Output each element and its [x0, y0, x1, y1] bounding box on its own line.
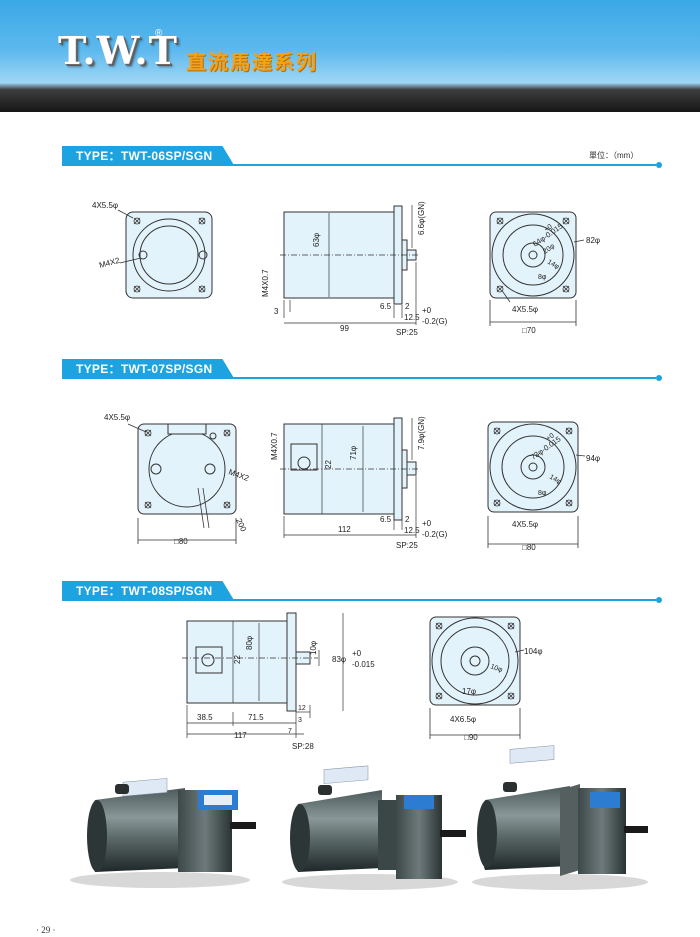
label-d112: 112: [338, 525, 351, 534]
label-front-tol: +0: [545, 432, 556, 442]
label-tol-top: +0: [422, 306, 432, 315]
page-header: T.W.T ® 直流馬達系列: [0, 0, 700, 112]
series-title: 直流馬達系列: [186, 50, 318, 74]
label-sp: SP:25: [396, 328, 418, 337]
label-tol-bot: -0.015: [352, 660, 375, 669]
label-d94: 94φ: [586, 454, 600, 463]
drawing-07-back: 4X5.5φ M4X2 200 □80: [104, 413, 251, 546]
label-d80: 80φ: [245, 636, 254, 650]
label-d83: 83φ: [332, 655, 346, 664]
label-screw: M4X2: [98, 256, 121, 270]
motor-photo-3: [472, 745, 648, 890]
unit-label: 單位：（mm）: [589, 151, 639, 160]
section-rule: [62, 377, 656, 379]
brand-logo: T.W.T: [58, 28, 178, 73]
label-d3: 3: [274, 307, 279, 316]
label-d3: 3: [298, 717, 302, 724]
section-header-08: TYPE：TWT-08SP/SGN: [62, 581, 662, 603]
label-m4: M4X0.7: [261, 269, 270, 297]
label-d2: 2: [405, 515, 410, 524]
label-tol-bot: -0.2(G): [422, 530, 448, 539]
label-d117: 117: [234, 731, 247, 740]
label-m4: M4X0.7: [270, 432, 279, 460]
type-tab-06: TYPE：TWT-06SP/SGN: [62, 146, 234, 166]
label-d71: 71φ: [349, 446, 358, 460]
label-front-holes: 4X5.5φ: [512, 305, 538, 314]
drawing-07-side: M4X0.7 22 71φ 7.9φ(GN) 6.5 2 12.5 +0 -0.…: [270, 416, 448, 550]
label-d104: 104φ: [524, 647, 543, 656]
type-tab-08: TYPE：TWT-08SP/SGN: [62, 581, 234, 601]
registered-mark: ®: [155, 28, 163, 39]
label-front-holes: 4X6.5φ: [450, 715, 476, 724]
label-d82: 82φ: [586, 236, 600, 245]
label-tol-bot: -0.2(G): [422, 317, 448, 326]
label-d10: 10φ: [309, 641, 318, 655]
label-tol-top: +0: [352, 649, 362, 658]
label-tol-top: +0: [422, 519, 432, 528]
type-tab-07: TYPE：TWT-07SP/SGN: [62, 359, 234, 379]
drawing-06-side: 63φ M4X0.7 6.6φ(GN) 3 6.5 2 12.5 +0 -0.2…: [261, 201, 448, 337]
label-d12: 12: [298, 705, 306, 712]
label-d7: 7: [288, 728, 292, 735]
drawing-08-front: 104φ 10φ 17φ 4X6.5φ □90: [429, 616, 543, 742]
label-d8: 8φ: [538, 490, 547, 497]
label-sq: □80: [522, 543, 536, 552]
label-gn: 7.9φ(GN): [417, 416, 426, 450]
motor-photo-2: [282, 765, 466, 890]
label-front-holes: 4X5.5φ: [512, 520, 538, 529]
section-dot: [656, 597, 662, 603]
section-header-06: TYPE：TWT-06SP/SGN: [62, 146, 662, 168]
motor-photo-1: [70, 778, 256, 888]
section-rule: [62, 164, 656, 166]
drawing-08-side: 22 80φ 10φ 83φ +0 -0.015 38.5 71.5 12 3 …: [182, 612, 375, 751]
label-holes: 4X5.5φ: [104, 413, 130, 422]
label-d17: 17φ: [462, 687, 476, 696]
label-sq-back: □80: [174, 537, 188, 546]
label-d65: 6.5: [380, 515, 392, 524]
section-header-07: TYPE：TWT-07SP/SGN: [62, 359, 662, 381]
label-sp: SP:28: [292, 742, 314, 751]
label-d65: 6.5: [380, 302, 392, 311]
label-d125: 12.5: [404, 526, 420, 535]
label-d125: 12.5: [404, 313, 420, 322]
label-sq: □90: [464, 733, 478, 742]
label-d63: 63φ: [312, 233, 321, 247]
label-d22: 22: [324, 460, 333, 469]
drawing-06-front: 64φ-0.015 +0 20φ 82φ 14φ 8φ 4X5.5φ □70: [489, 211, 600, 335]
label-holes: 4X5.5φ: [92, 201, 118, 210]
label-d22: 22: [233, 655, 242, 664]
section-rule: [62, 599, 656, 601]
label-d385: 38.5: [197, 713, 213, 722]
label-d715: 71.5: [248, 713, 264, 722]
label-sq: □70: [522, 326, 536, 335]
label-d8: 8φ: [538, 274, 547, 281]
drawing-07-front: 73φ-0.015 +0 94φ 14φ 8φ 4X5.5φ □80: [487, 421, 600, 552]
label-gn: 6.6φ(GN): [417, 201, 426, 235]
label-d99: 99: [340, 324, 349, 333]
label-d2: 2: [405, 302, 410, 311]
label-sp: SP:25: [396, 541, 418, 550]
label-d10f: 10φ: [489, 663, 503, 674]
page-number: · 29 ·: [36, 925, 56, 935]
section-dot: [656, 162, 662, 168]
drawing-06-back: 4X5.5φ M4X2: [92, 201, 213, 299]
label-front-tol: +0: [543, 223, 554, 233]
section-dot: [656, 375, 662, 381]
